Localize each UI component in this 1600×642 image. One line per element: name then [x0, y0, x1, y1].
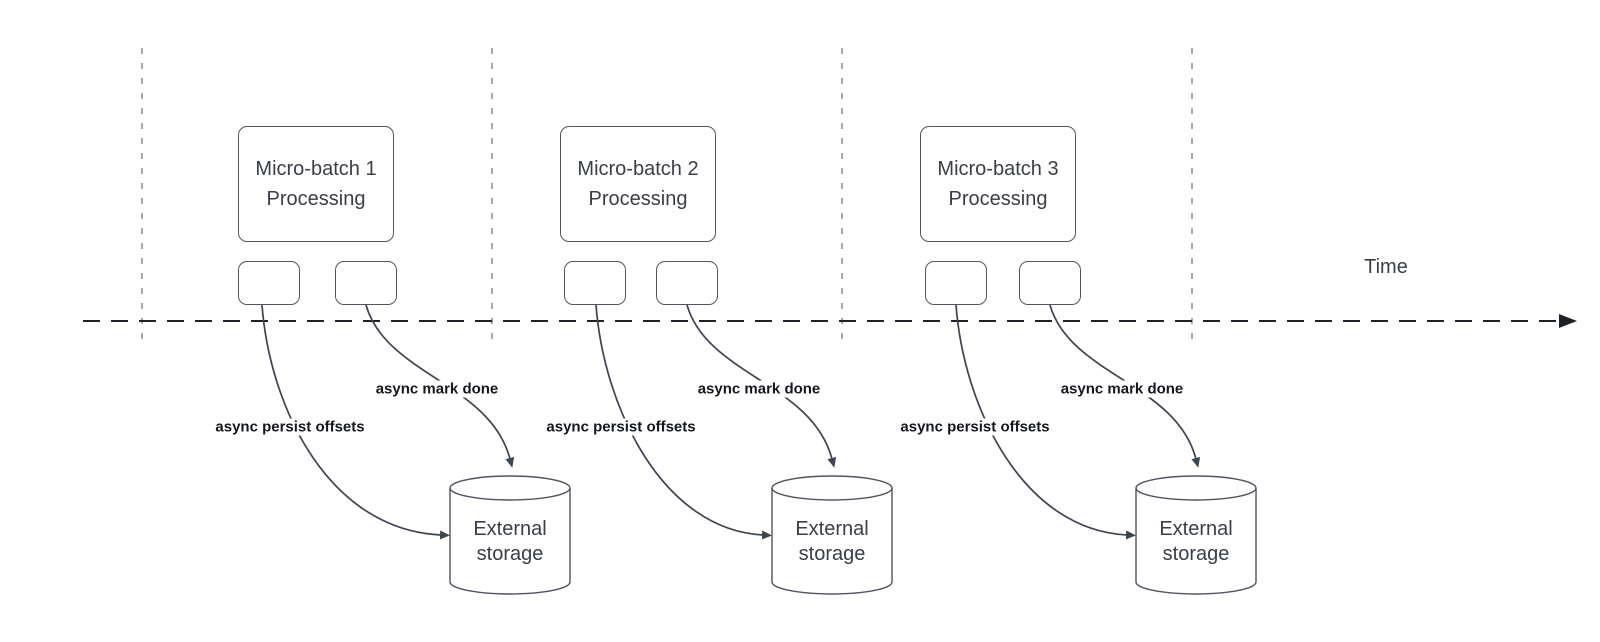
external-storage-label-3: External storage [1159, 518, 1233, 565]
cylinder-body [449, 475, 571, 595]
external-storage-cylinder-3 [1135, 475, 1257, 595]
batch-1-arrows [261, 304, 515, 540]
cylinder-top-arc [449, 487, 571, 501]
cylinder-body [1135, 475, 1257, 595]
persist-offsets-arrow-1 [261, 304, 450, 540]
persist-offsets-label-2: async persist offsets [544, 418, 698, 436]
micro-batch-2-box: Micro-batch 2 Processing [560, 126, 716, 242]
batch-3-arrows [955, 304, 1201, 540]
persist-offsets-label-1: async persist offsets [213, 418, 367, 436]
external-storage-cylinder-1 [449, 475, 571, 595]
mark-done-label-2: async mark done [695, 380, 823, 398]
batch-2-arrows [595, 304, 837, 540]
mark-done-arrow-3 [1049, 304, 1201, 468]
mark-done-label-3: async mark done [1058, 380, 1186, 398]
mark-done-arrow-1 [365, 304, 515, 468]
micro-batch-3-box: Micro-batch 3 Processing [920, 126, 1076, 242]
task-box-1-left [238, 261, 300, 305]
cylinder-top-arc [1135, 487, 1257, 501]
persist-offsets-arrow-2 [595, 304, 772, 540]
external-storage-label-2: External storage [795, 518, 869, 565]
task-box-2-left [564, 261, 626, 305]
mark-done-label-1: async mark done [373, 380, 501, 398]
time-label: Time [1364, 256, 1408, 278]
external-storage-label-1: External storage [473, 518, 547, 565]
external-storage-cylinder-2 [771, 475, 893, 595]
mark-done-arrow-2 [686, 304, 837, 468]
task-box-3-left [925, 261, 987, 305]
persist-offsets-label-3: async persist offsets [898, 418, 1052, 436]
task-box-3-right [1019, 261, 1081, 305]
cylinder-body [771, 475, 893, 595]
time-gridlines [141, 48, 1193, 340]
task-box-1-right [335, 261, 397, 305]
micro-batch-1-box: Micro-batch 1 Processing [238, 126, 394, 242]
cylinder-top-arc [771, 487, 893, 501]
task-box-2-right [656, 261, 718, 305]
persist-offsets-arrow-3 [955, 304, 1136, 540]
